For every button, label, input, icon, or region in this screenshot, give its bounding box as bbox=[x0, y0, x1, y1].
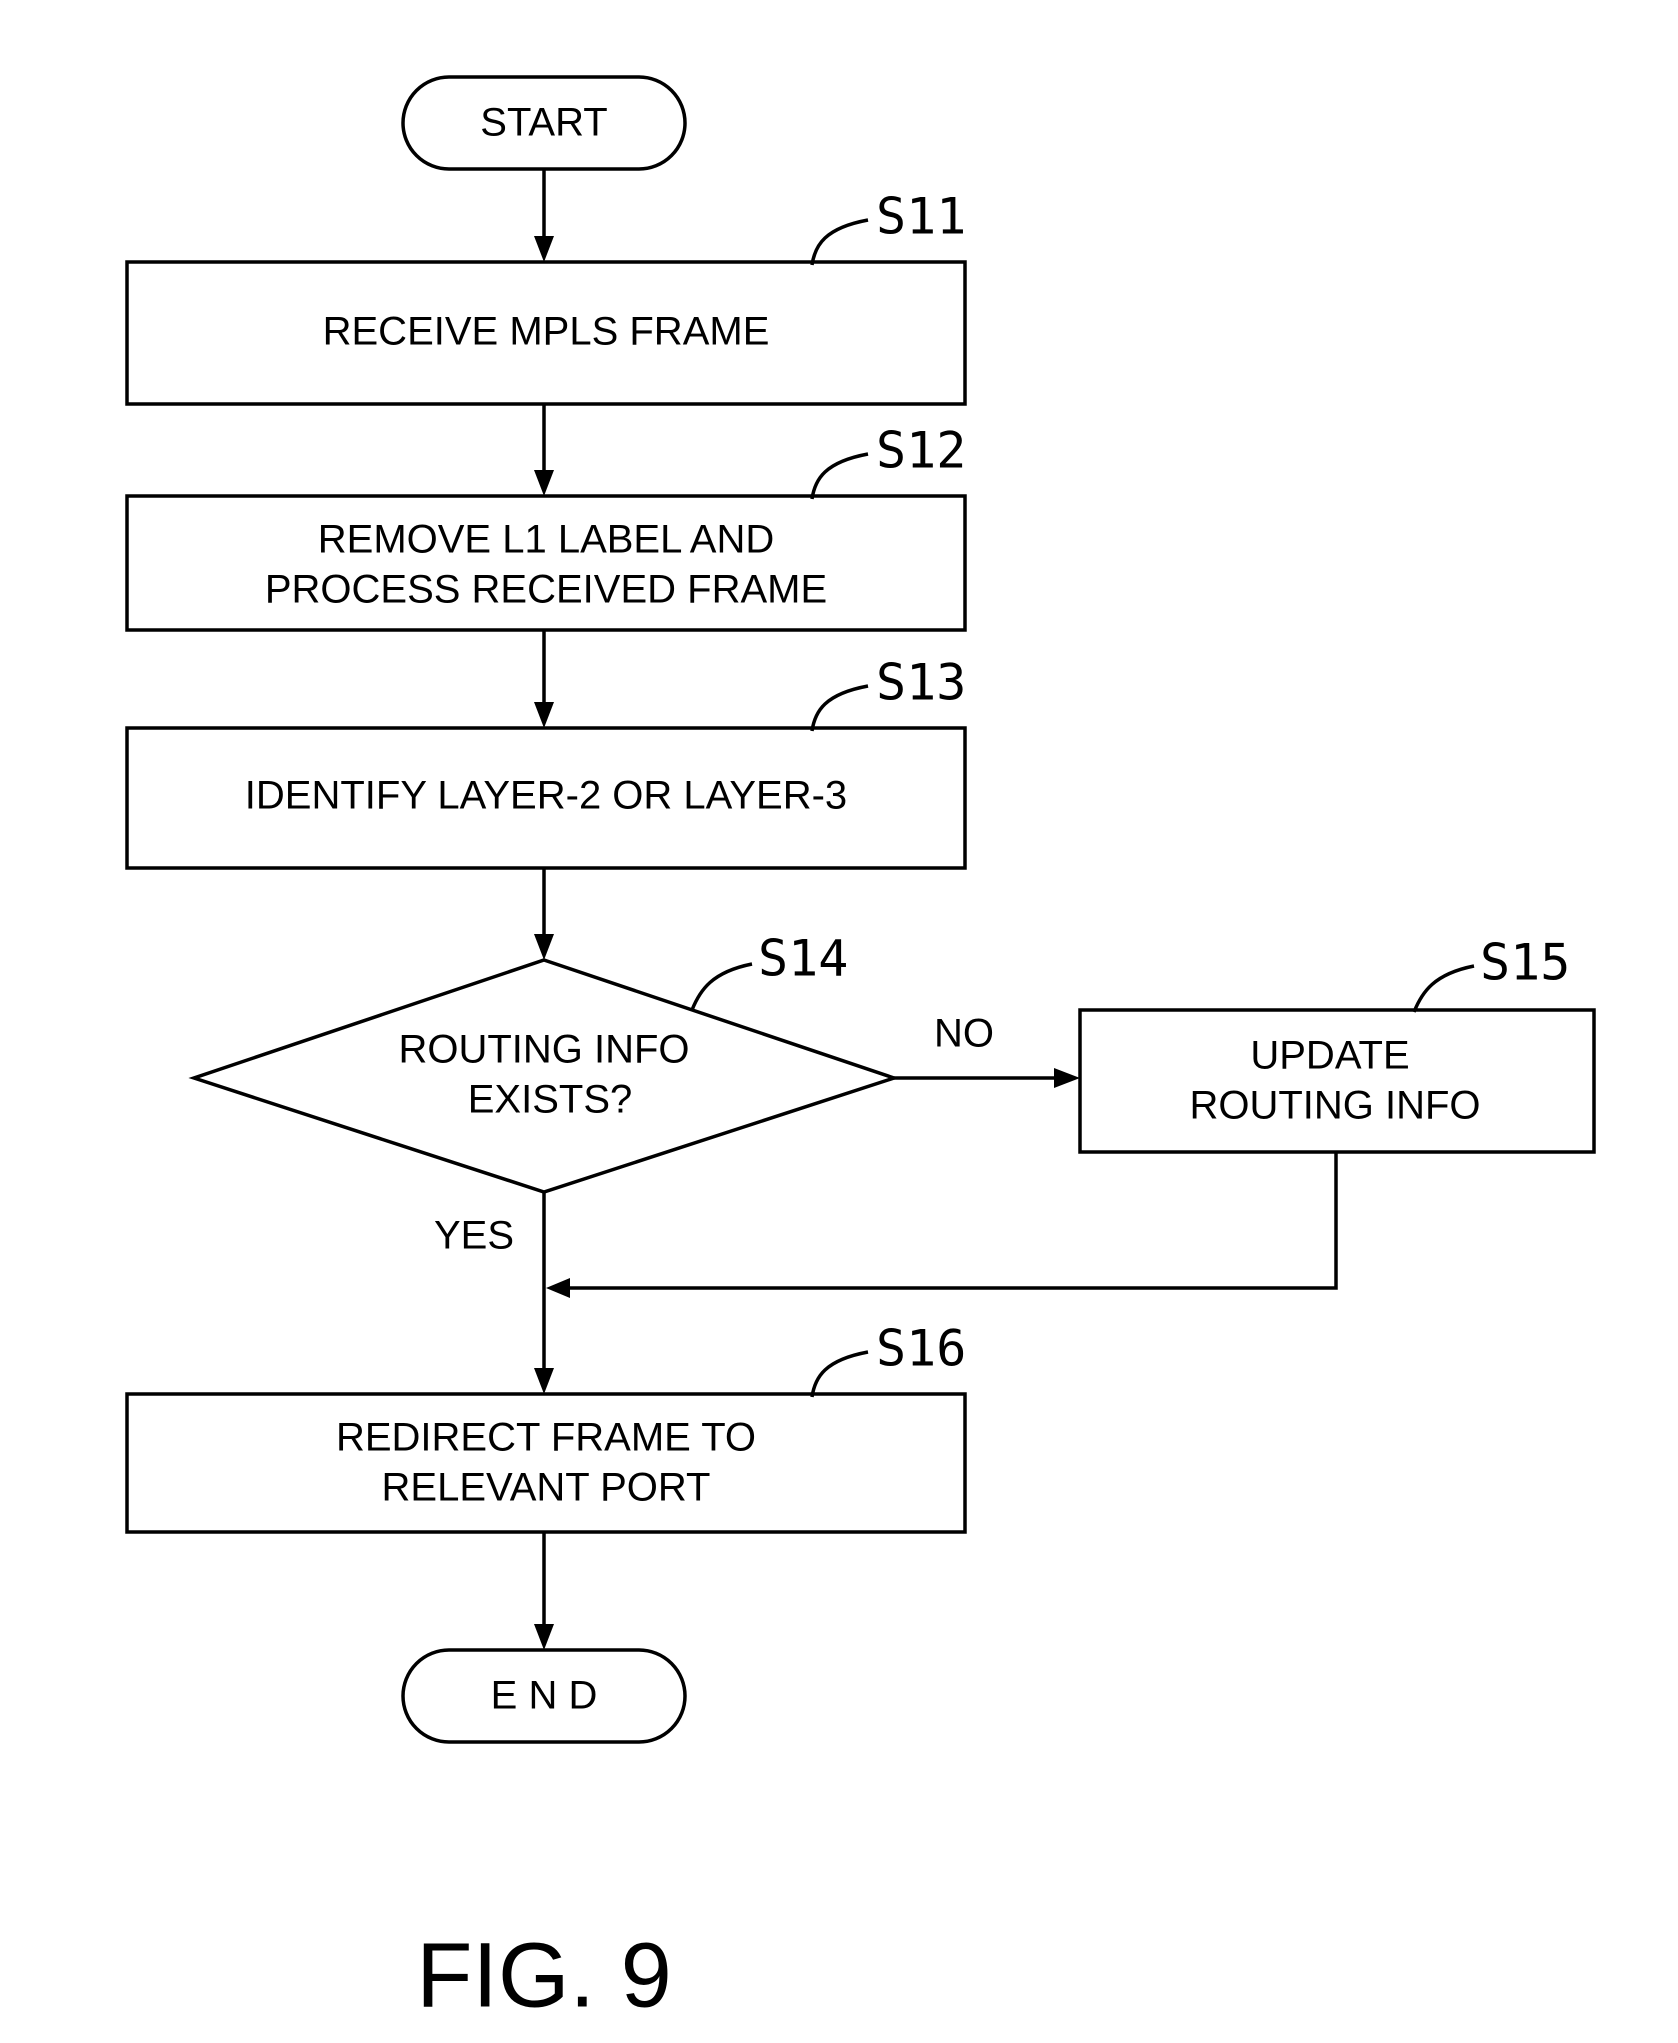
arrowhead-merge bbox=[546, 1278, 570, 1298]
arrowhead-end bbox=[534, 1624, 554, 1650]
arrowhead-s13 bbox=[534, 702, 554, 728]
s11-label: RECEIVE MPLS FRAME bbox=[323, 310, 770, 354]
s16-leader bbox=[810, 1350, 869, 1398]
start-label: START bbox=[480, 101, 607, 145]
arrowhead-s14 bbox=[534, 934, 554, 960]
s14-label-line2: EXISTS? bbox=[468, 1078, 633, 1122]
s13-label: IDENTIFY LAYER-2 OR LAYER-3 bbox=[245, 774, 847, 818]
s12-leader bbox=[810, 452, 869, 500]
end-terminator bbox=[401, 1648, 687, 1744]
end-label: E N D bbox=[491, 1674, 598, 1718]
process-box-s15 bbox=[1078, 1008, 1596, 1154]
connector-s15-return bbox=[566, 1152, 1338, 1290]
s12-label-line1: REMOVE L1 LABEL AND bbox=[318, 518, 774, 562]
s16-step-id: S16 bbox=[876, 1320, 966, 1378]
s15-label-line1: UPDATE bbox=[1250, 1034, 1409, 1078]
arrowhead-s16 bbox=[534, 1368, 554, 1394]
s15-step-id: S15 bbox=[1480, 934, 1570, 992]
s13-step-id: S13 bbox=[876, 654, 966, 712]
figure-label: FIG. 9 bbox=[416, 1924, 672, 2026]
s14-leader bbox=[690, 962, 753, 1011]
process-box-s12 bbox=[125, 494, 967, 632]
s12-step-id: S12 bbox=[876, 422, 966, 480]
s11-step-id: S11 bbox=[876, 188, 966, 246]
s12-label-line2: PROCESS RECEIVED FRAME bbox=[265, 568, 827, 612]
s15-label-line2: ROUTING INFO bbox=[1189, 1084, 1480, 1128]
process-box-s13 bbox=[125, 726, 967, 870]
process-box-s16 bbox=[125, 1392, 967, 1534]
s11-leader bbox=[810, 218, 869, 266]
no-label: NO bbox=[934, 1012, 994, 1056]
s14-label-line1: ROUTING INFO bbox=[398, 1028, 689, 1072]
arrowhead-s12 bbox=[534, 470, 554, 496]
s16-label-line1: REDIRECT FRAME TO bbox=[336, 1416, 756, 1460]
arrowhead-s11 bbox=[534, 236, 554, 262]
s13-leader bbox=[810, 684, 869, 732]
decision-diamond-s14 bbox=[188, 958, 900, 1194]
s14-step-id: S14 bbox=[758, 930, 848, 988]
yes-label: YES bbox=[434, 1214, 514, 1258]
arrowhead-s15 bbox=[1054, 1068, 1080, 1088]
s15-leader bbox=[1412, 964, 1475, 1013]
s16-label-line2: RELEVANT PORT bbox=[382, 1466, 711, 1510]
process-box-s11 bbox=[125, 260, 967, 406]
